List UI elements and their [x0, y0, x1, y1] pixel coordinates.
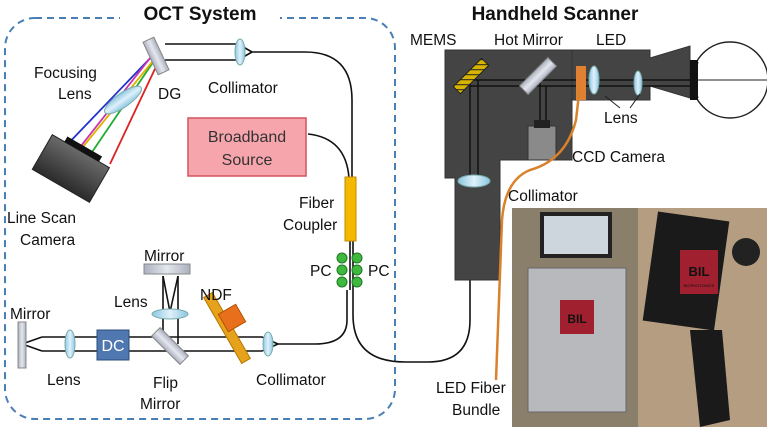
polarization-controller-left	[336, 252, 348, 288]
label-lens-mid: Lens	[114, 294, 148, 311]
broadband-source	[187, 117, 307, 177]
label-fiber-coupler-2: Coupler	[283, 217, 337, 234]
hot-mirror	[518, 56, 558, 96]
label-flip-mirror-1: Flip	[153, 375, 178, 392]
label-flip-mirror-2: Mirror	[140, 396, 180, 413]
label-pc-left: PC	[310, 263, 332, 280]
label-dg: DG	[158, 86, 181, 103]
label-hot-mirror: Hot Mirror	[494, 32, 563, 49]
lens-left	[64, 329, 76, 359]
oct-system-title: OCT System	[144, 4, 257, 25]
collimator-top	[234, 38, 246, 66]
label-lens-left: Lens	[47, 372, 81, 389]
fiber-coupler	[344, 176, 357, 242]
label-focusing-lens-1: Focusing	[34, 65, 97, 82]
led-fiber-bundle	[494, 84, 582, 381]
label-collimator-bottom: Collimator	[256, 372, 326, 389]
ccd-camera	[527, 125, 557, 161]
label-mirror-top: Mirror	[144, 248, 184, 265]
label-led: LED	[596, 32, 626, 49]
led	[576, 66, 586, 100]
label-line-scan-1: Line Scan	[7, 210, 76, 227]
polarization-controller-right	[351, 252, 363, 288]
label-pc-right: PC	[368, 263, 390, 280]
eye-icon	[690, 41, 767, 119]
label-lens-scanner: Lens	[604, 110, 638, 127]
photo-handheld: BIL BIOPHOTONICS	[638, 208, 767, 427]
mirror-left	[17, 321, 27, 369]
label-broadband-2: Source	[222, 152, 273, 169]
label-focusing-lens-2: Lens	[58, 86, 92, 103]
label-collimator-top: Collimator	[208, 80, 278, 97]
focusing-lens	[104, 85, 142, 115]
label-mems: MEMS	[410, 32, 457, 49]
label-ndf: NDF	[200, 287, 232, 304]
label-fiber-coupler-1: Fiber	[299, 195, 334, 212]
label-line-scan-2: Camera	[20, 232, 76, 249]
handheld-logo-sub: BIOPHOTONICS	[684, 283, 715, 288]
collimator-scanner	[457, 174, 491, 188]
label-collimator-scanner: Collimator	[508, 188, 578, 205]
scanner-lens-2	[633, 70, 643, 96]
line-scan-camera	[31, 133, 111, 204]
oct-system-frame	[4, 17, 396, 420]
label-dc: DC	[101, 338, 124, 355]
mirror-top	[143, 263, 191, 275]
dispersion-compensator	[96, 329, 130, 361]
flip-mirror	[150, 326, 190, 366]
diffraction-grating	[142, 36, 170, 76]
label-broadband-1: Broadband	[208, 129, 286, 146]
handheld-logo-text: BIL	[689, 264, 710, 279]
handheld-scanner-title: Handheld Scanner	[472, 4, 639, 25]
lens-mid	[151, 308, 189, 320]
mems-mirror	[452, 57, 490, 95]
label-ccd-camera: CCD Camera	[572, 149, 665, 166]
scanner-lens-1	[588, 65, 600, 95]
cart-logo-text: BIL	[567, 312, 586, 326]
label-mirror-left: Mirror	[10, 306, 50, 323]
collimator-bottom	[262, 331, 274, 357]
label-led-fiber-2: Bundle	[452, 402, 500, 419]
photo-cart: BIL	[512, 208, 638, 427]
ndf-filter	[202, 291, 252, 365]
label-led-fiber-1: LED Fiber	[436, 380, 506, 397]
